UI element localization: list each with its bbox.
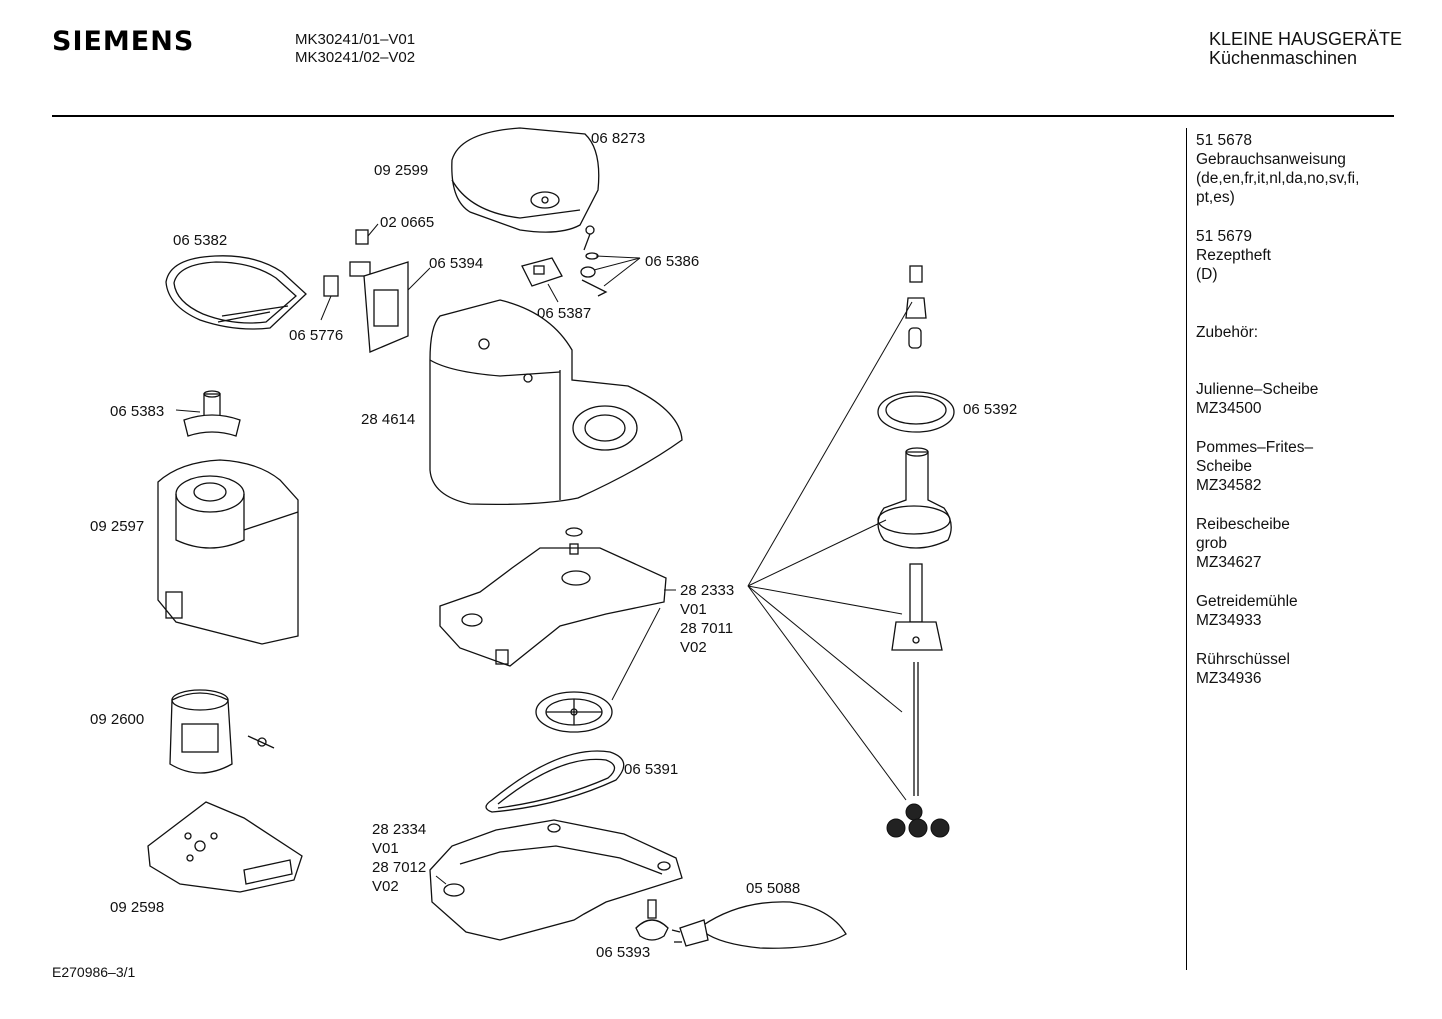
sidebar-line: Reibescheibe: [1196, 516, 1290, 533]
part-label-variant: V02: [372, 878, 399, 895]
part-label: 02 0665: [380, 214, 434, 231]
spindle-shaft: [891, 563, 943, 651]
part-label: 06 5386: [645, 253, 699, 270]
relay-020665: [355, 223, 379, 245]
sidebar-line: MZ34582: [1196, 477, 1262, 494]
lid-092599: [451, 127, 600, 233]
screws-065386: [580, 225, 641, 297]
capacitor-065776: [320, 261, 371, 321]
mixer-shaft: [913, 662, 919, 796]
part-label: 06 5393: [596, 944, 650, 961]
drive-gear-wheel: [535, 691, 613, 733]
sidebar-line: MZ34500: [1196, 400, 1262, 417]
header-divider: [52, 115, 1394, 117]
rubber-foot-065393: [635, 899, 669, 941]
sidebar-line: Getreidemühle: [1196, 593, 1298, 610]
sidebar-block-recipes: 51 5679 Rezeptheft (D): [1196, 227, 1411, 284]
product-category: KLEINE HAUSGERÄTE Küchenmaschinen: [1209, 30, 1402, 68]
part-label: 28 2334: [372, 821, 426, 838]
planetary-gears: [886, 803, 950, 838]
part-label: 28 7012: [372, 859, 426, 876]
exploded-parts-diagram: 06 8273 09 2599 02 0665 06 5382 06 5776 …: [90, 127, 1017, 961]
part-label: 28 7011: [680, 620, 733, 637]
category-line-1: KLEINE HAUSGERÄTE: [1208, 29, 1402, 49]
fan-065383: [175, 390, 241, 437]
part-label-variant: V01: [680, 601, 707, 618]
part-label: 05 5088: [746, 880, 800, 897]
circuit-board-065394: [363, 261, 431, 353]
sidebar-block-getreide: Getreidemühle MZ34933: [1196, 592, 1411, 630]
brand-logo: SIEMENS: [52, 26, 195, 57]
sidebar-line: Zubehör:: [1196, 324, 1259, 341]
sidebar-line: Pommes–Frites–: [1196, 439, 1314, 456]
model-number-2: MK30241/02–V02: [295, 49, 416, 66]
document-code: E270986–3/1: [52, 964, 136, 980]
sidebar-block-julienne: Julienne–Scheibe MZ34500: [1196, 380, 1411, 418]
sidebar-line: 51 5678: [1196, 132, 1253, 149]
part-label: 06 5387: [537, 305, 591, 322]
sidebar-line: Rezeptheft: [1196, 247, 1271, 264]
motor-092600: [169, 689, 275, 774]
sidebar-line: 51 5679: [1196, 228, 1253, 245]
sidebar-line: grob: [1196, 535, 1228, 552]
accessory-sidebar: 51 5678 Gebrauchsanweisung (de,en,fr,it,…: [1196, 131, 1411, 708]
category-line-2: Küchenmaschinen: [1208, 48, 1358, 68]
gear-plate-282333: [439, 527, 676, 667]
part-label: 06 5391: [624, 761, 678, 778]
switch-065387: [521, 257, 563, 303]
part-label: 06 8273: [591, 130, 645, 147]
model-numbers: MK30241/01–V01 MK30241/02–V02: [295, 31, 415, 67]
part-label: 09 2598: [110, 899, 164, 916]
bottom-housing-282334: [429, 819, 683, 941]
sidebar-line: Gebrauchsanweisung: [1196, 151, 1346, 168]
gasket-065382: [165, 255, 307, 330]
sidebar-line: MZ34933: [1196, 612, 1262, 629]
part-label: 06 5382: [173, 232, 227, 249]
sidebar-line: MZ34936: [1196, 670, 1262, 687]
power-cord-055088: [671, 901, 847, 949]
drive-shaft-assembly: [877, 447, 952, 549]
sidebar-line: Julienne–Scheibe: [1196, 381, 1319, 398]
sidebar-block-reibe: Reibescheibe grob MZ34627: [1196, 515, 1411, 572]
part-label: 06 5392: [963, 401, 1017, 418]
sidebar-block-pommes: Pommes–Frites– Scheibe MZ34582: [1196, 438, 1411, 495]
drive-belt-065391: [485, 750, 625, 813]
sidebar-divider: [1186, 128, 1187, 970]
part-label: 09 2597: [90, 518, 144, 535]
part-label: 09 2599: [374, 162, 428, 179]
part-label: 06 5394: [429, 255, 483, 272]
part-label: 28 2333: [680, 582, 734, 599]
base-plate-092598: [147, 801, 303, 893]
model-number-1: MK30241/01–V01: [295, 31, 416, 48]
seal-ring-065392: [877, 391, 955, 433]
leader-lines: [611, 301, 913, 801]
sidebar-block-accessories-heading: Zubehör:: [1196, 323, 1411, 342]
part-label: 06 5383: [110, 403, 164, 420]
part-label: 28 4614: [361, 411, 415, 428]
sidebar-block-manual: 51 5678 Gebrauchsanweisung (de,en,fr,it,…: [1196, 131, 1411, 207]
sidebar-block-ruehr: Rührschüssel MZ34936: [1196, 650, 1411, 688]
sidebar-line: Rührschüssel: [1196, 651, 1290, 668]
housing-284614: [429, 299, 683, 506]
sidebar-line: (de,en,fr,it,nl,da,no,sv,fi,: [1196, 170, 1360, 187]
part-label: 06 5776: [289, 327, 343, 344]
sidebar-line: pt,es): [1196, 189, 1235, 206]
part-label-variant: V02: [680, 639, 707, 656]
motor-housing-092597: [157, 459, 299, 645]
sidebar-line: Scheibe: [1196, 458, 1253, 475]
sidebar-line: (D): [1196, 266, 1218, 283]
part-label-variant: V01: [372, 840, 399, 857]
sidebar-line: MZ34627: [1196, 554, 1262, 571]
part-label: 09 2600: [90, 711, 144, 728]
